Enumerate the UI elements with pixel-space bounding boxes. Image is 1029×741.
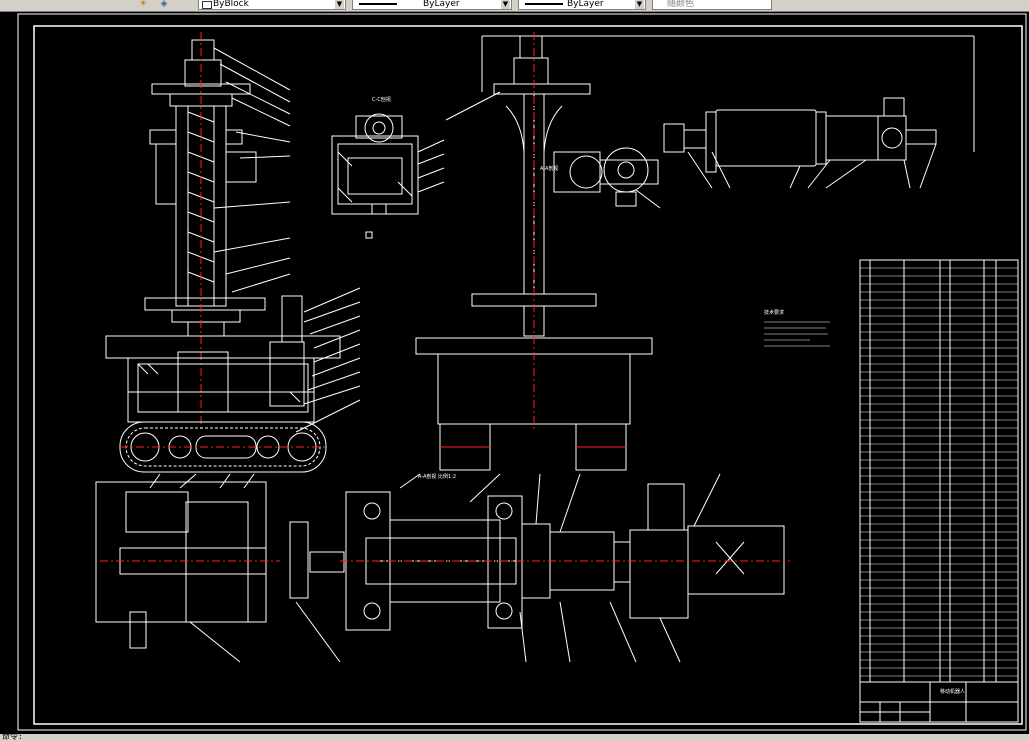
chevron-down-icon[interactable]: ▼ bbox=[635, 0, 644, 9]
parts-list-table bbox=[859, 259, 1019, 683]
lineweight-combo[interactable]: ByLayer ▼ bbox=[518, 0, 646, 10]
technical-notes bbox=[764, 321, 830, 347]
column-assembly-view bbox=[144, 32, 291, 432]
section-aa-scale-label: A-A剖视 比例1:2 bbox=[418, 473, 456, 480]
lineweight-combo-value: ByLayer bbox=[567, 0, 604, 9]
command-prompt: 命令: bbox=[2, 732, 23, 741]
linetype-combo-value: ByLayer bbox=[423, 0, 460, 9]
chevron-down-icon[interactable]: ▼ bbox=[335, 0, 344, 9]
layer-states-icon[interactable]: ◈ bbox=[160, 0, 168, 9]
plotstyle-combo-value: 随颜色 bbox=[667, 0, 695, 9]
title-block bbox=[859, 681, 1019, 723]
chevron-down-icon[interactable]: ▼ bbox=[501, 0, 510, 9]
gear-reducer-view bbox=[95, 473, 345, 663]
section-cc-view bbox=[331, 113, 445, 239]
layer-combo-value: ByBlock bbox=[213, 0, 249, 9]
inner-frame bbox=[33, 25, 1023, 725]
cad-drawing: C-C剖视 A-A剖视 A-A剖视 比例1:2 技术要求 移动机器人 bbox=[17, 13, 1027, 731]
notes-title: 技术要求 bbox=[764, 309, 784, 316]
title-block-name: 移动机器人 bbox=[940, 688, 965, 695]
plotstyle-combo[interactable]: 随颜色 bbox=[652, 0, 772, 10]
section-aa-label: A-A剖视 bbox=[540, 165, 558, 172]
linetype-combo[interactable]: ByLayer ▼ bbox=[352, 0, 512, 10]
sun-icon[interactable]: ☀ bbox=[138, 0, 148, 9]
command-line[interactable]: 命令: bbox=[0, 732, 1029, 741]
section-aa-view bbox=[340, 473, 790, 663]
outer-frame bbox=[17, 13, 1027, 731]
color-swatch-icon bbox=[202, 1, 212, 9]
drawing-canvas[interactable]: C-C剖视 A-A剖视 A-A剖视 比例1:2 技术要求 移动机器人 bbox=[0, 12, 1029, 734]
linetype-swatch-icon bbox=[359, 3, 397, 5]
motor-drive-view bbox=[663, 97, 937, 189]
section-cc-label: C-C剖视 bbox=[372, 96, 391, 103]
base-gearbox-view bbox=[105, 287, 361, 473]
elevator-front-view bbox=[415, 32, 975, 471]
layer-combo[interactable]: ByBlock ▼ bbox=[198, 0, 346, 10]
lineweight-swatch-icon bbox=[525, 3, 563, 5]
properties-toolbar: ☀ ◈ ByBlock ▼ ByLayer ▼ ByLayer ▼ 随颜色 bbox=[0, 0, 1029, 12]
